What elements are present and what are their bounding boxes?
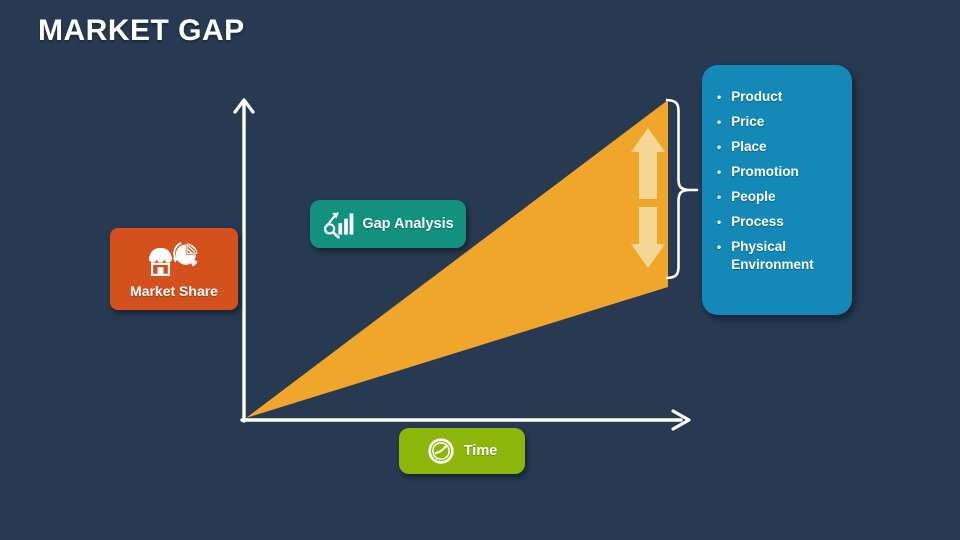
x-axis-arrowhead-icon	[671, 409, 691, 431]
bullet-icon: •	[717, 90, 722, 104]
page-title: MARKET GAP	[38, 14, 245, 47]
list-item: • Physical Environment	[717, 238, 842, 274]
list-item: • Process	[717, 213, 842, 231]
list-item-label: Promotion	[731, 164, 799, 179]
list-item: • Place	[717, 138, 842, 156]
storefront-pie-icon	[148, 242, 198, 276]
marketing-mix-list: • Product • Price • Place • Promotion • …	[717, 88, 842, 274]
list-item: • Promotion	[717, 163, 842, 181]
gap-arrow-down-icon	[631, 207, 665, 268]
list-item-label: Process	[731, 214, 784, 229]
bullet-icon: •	[717, 165, 722, 179]
bullet-icon: •	[717, 140, 722, 154]
gap-analysis-label: Gap Analysis	[362, 216, 454, 232]
list-item: • Price	[717, 113, 842, 131]
list-item-label: Price	[731, 114, 765, 129]
bar-chart-magnifier-icon	[324, 212, 354, 239]
y-axis-arrowhead-icon	[233, 98, 255, 114]
list-item: • Product	[717, 88, 842, 106]
market-share-label: Market Share	[130, 283, 218, 299]
brace	[665, 98, 690, 280]
time-label: Time	[463, 443, 498, 459]
clock-icon	[428, 438, 454, 464]
list-item-label: Place	[731, 139, 767, 154]
gap-analysis-box: Gap Analysis	[310, 200, 466, 248]
bullet-icon: •	[717, 190, 722, 204]
list-item-label: Physical Environment	[731, 239, 814, 272]
bullet-icon: •	[717, 215, 722, 229]
market-share-box: Market Share	[110, 228, 238, 310]
gap-triangle	[246, 100, 668, 418]
bullet-icon: •	[717, 115, 722, 129]
list-item-label: People	[731, 189, 776, 204]
bullet-icon: •	[717, 240, 722, 254]
list-item: • People	[717, 188, 842, 206]
list-item-label: Product	[731, 89, 783, 104]
marketing-mix-panel: • Product • Price • Place • Promotion • …	[702, 65, 852, 315]
time-box: Time	[399, 428, 525, 474]
gap-arrow-up-icon	[631, 128, 665, 199]
